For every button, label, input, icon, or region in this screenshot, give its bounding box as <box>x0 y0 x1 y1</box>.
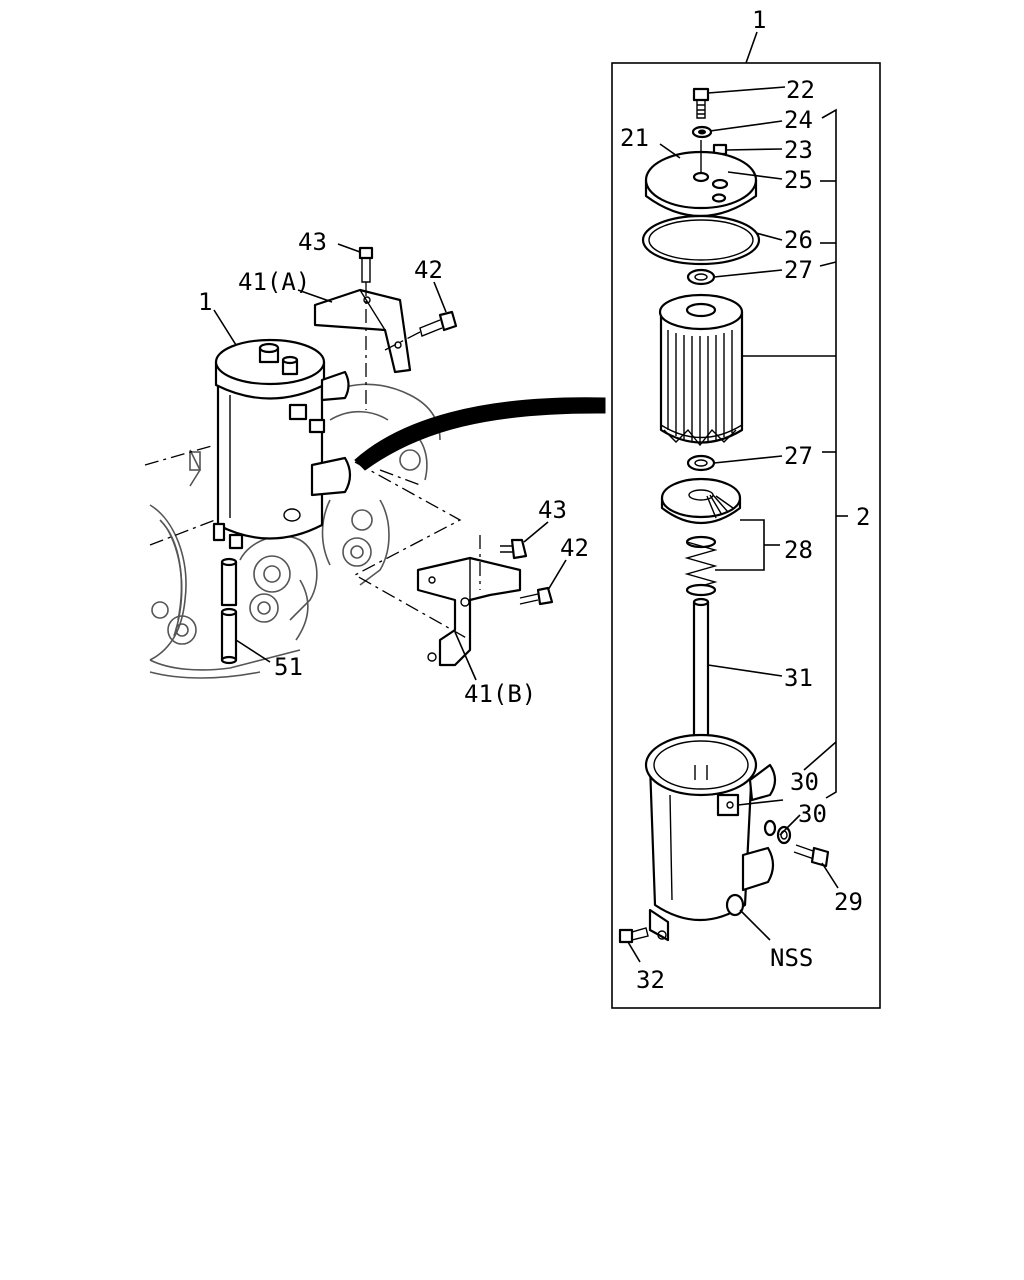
washers-30 <box>763 819 792 845</box>
leader-lines <box>213 86 848 963</box>
cover-21 <box>644 140 758 218</box>
label-41b: 41(B) <box>464 680 536 708</box>
leader-box-top <box>745 31 758 64</box>
label-25: 25 <box>784 166 813 194</box>
bracket-41a <box>313 246 458 410</box>
filter-case-nss <box>644 733 777 942</box>
label-51: 51 <box>274 653 303 681</box>
label-29: 29 <box>834 888 863 916</box>
label-31: 31 <box>784 664 813 692</box>
label-41a: 41(A) <box>238 268 310 296</box>
label-32: 32 <box>636 966 665 994</box>
bolt-29 <box>793 844 830 868</box>
oring-26 <box>641 214 761 266</box>
part-labels: 1 22 24 21 23 25 26 27 27 2 28 31 30 30 … <box>198 6 870 994</box>
seal-27-bottom <box>686 454 716 472</box>
label-43-top: 43 <box>298 228 327 256</box>
label-26: 26 <box>784 226 813 254</box>
label-22: 22 <box>786 76 815 104</box>
label-24: 24 <box>784 106 813 134</box>
label-30-b: 30 <box>798 800 827 828</box>
label-21: 21 <box>620 124 649 152</box>
bracket-41b <box>353 461 554 667</box>
label-box-1: 1 <box>752 6 766 34</box>
label-nss: NSS <box>770 944 813 972</box>
filter-element <box>658 293 744 447</box>
label-43-lower: 43 <box>538 496 567 524</box>
label-28: 28 <box>784 536 813 564</box>
bolt-32 <box>618 927 649 944</box>
label-42-lower: 42 <box>560 534 589 562</box>
washer-24 <box>691 125 713 139</box>
label-1: 1 <box>198 288 212 316</box>
label-23: 23 <box>784 136 813 164</box>
detail-connector-arrow <box>354 397 606 471</box>
label-27-top: 27 <box>784 256 813 284</box>
bolt-22 <box>692 87 710 119</box>
label-27-bottom: 27 <box>784 442 813 470</box>
label-2: 2 <box>856 503 870 531</box>
spring-28 <box>684 535 718 597</box>
mounted-filter-assembly <box>212 338 352 665</box>
seal-27-top <box>686 268 716 286</box>
label-30-a: 30 <box>790 768 819 796</box>
spring-seat-28 <box>660 477 742 525</box>
label-42-top: 42 <box>414 256 443 284</box>
